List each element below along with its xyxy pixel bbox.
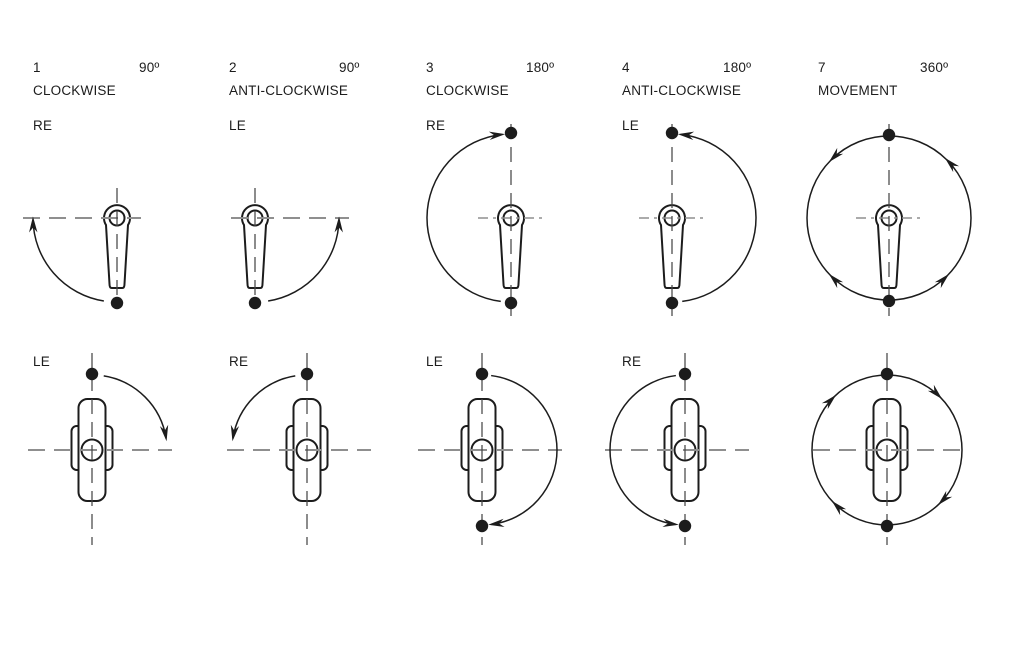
position-dot [504, 126, 518, 140]
column-5-number: 7 [818, 60, 826, 75]
column-3-top-hand-label: RE [426, 118, 446, 133]
position-dot [882, 128, 896, 142]
column-1-bottom-hand-label: LE [33, 354, 50, 369]
position-dot [882, 294, 896, 308]
column-1-top-hand-label: RE [33, 118, 53, 133]
direction-arrow [662, 518, 679, 528]
position-dot [665, 126, 679, 140]
rotation-arc [426, 133, 503, 303]
position-dot [504, 296, 518, 310]
direction-arrow [29, 216, 38, 233]
direction-arrow [488, 518, 505, 528]
column-1-angle: 90º [139, 60, 160, 75]
position-dot [300, 367, 314, 381]
direction-arrow [934, 273, 950, 289]
position-dot [678, 519, 692, 533]
cell-top-4 [639, 124, 757, 316]
direction-arrow [821, 394, 837, 410]
direction-arrow [159, 424, 169, 442]
column-4-direction: ANTI-CLOCKWISE [622, 83, 742, 98]
column-1-direction: CLOCKWISE [33, 83, 116, 98]
rotation-arc [103, 375, 167, 439]
cell-bottom-2 [227, 353, 371, 545]
direction-arrow [230, 424, 240, 442]
cell-bottom-3 [418, 353, 562, 545]
column-3-bottom-hand-label: LE [426, 354, 443, 369]
column-4-angle: 180º [723, 60, 752, 75]
rotation-arc [32, 219, 104, 302]
rotation-arc [491, 374, 558, 526]
direction-arrow [334, 216, 343, 233]
column-2-number: 2 [229, 60, 237, 75]
position-dot [85, 367, 99, 381]
direction-arrow [937, 490, 953, 506]
column-4-number: 4 [622, 60, 630, 75]
column-2-top-hand-label: LE [229, 118, 246, 133]
direction-arrow [828, 147, 844, 163]
cell-top-5 [806, 124, 972, 316]
direction-arrow [677, 131, 695, 140]
position-dot [880, 519, 894, 533]
column-1-number: 1 [33, 60, 41, 75]
cell-bottom-5 [811, 353, 963, 545]
position-dot [475, 367, 489, 381]
column-3-angle: 180º [526, 60, 555, 75]
rotation-arc [232, 375, 296, 439]
position-dot [248, 296, 262, 310]
position-dot [678, 367, 692, 381]
rotation-arc [268, 219, 340, 302]
column-2-angle: 90º [339, 60, 360, 75]
direction-arrow [927, 384, 943, 400]
column-5-direction: MOVEMENT [818, 83, 898, 98]
cell-bottom-4 [605, 353, 749, 545]
column-2-direction: ANTI-CLOCKWISE [229, 83, 349, 98]
cell-top-1 [23, 188, 141, 310]
column-4-top-hand-label: LE [622, 118, 639, 133]
column-3-number: 3 [426, 60, 434, 75]
direction-arrow [488, 131, 506, 140]
direction-arrow [944, 157, 960, 173]
rotation-arc [609, 374, 676, 526]
rotation-arc [680, 133, 757, 303]
cell-top-3 [426, 124, 544, 316]
position-dot [475, 519, 489, 533]
direction-arrow [828, 273, 844, 289]
position-dot [665, 296, 679, 310]
cell-top-2 [231, 188, 349, 310]
column-3-direction: CLOCKWISE [426, 83, 509, 98]
cell-bottom-1 [28, 353, 172, 545]
column-2-bottom-hand-label: RE [229, 354, 249, 369]
position-dot [110, 296, 124, 310]
direction-arrow [831, 500, 847, 516]
position-dot [880, 367, 894, 381]
column-5-angle: 360º [920, 60, 949, 75]
column-4-bottom-hand-label: RE [622, 354, 642, 369]
